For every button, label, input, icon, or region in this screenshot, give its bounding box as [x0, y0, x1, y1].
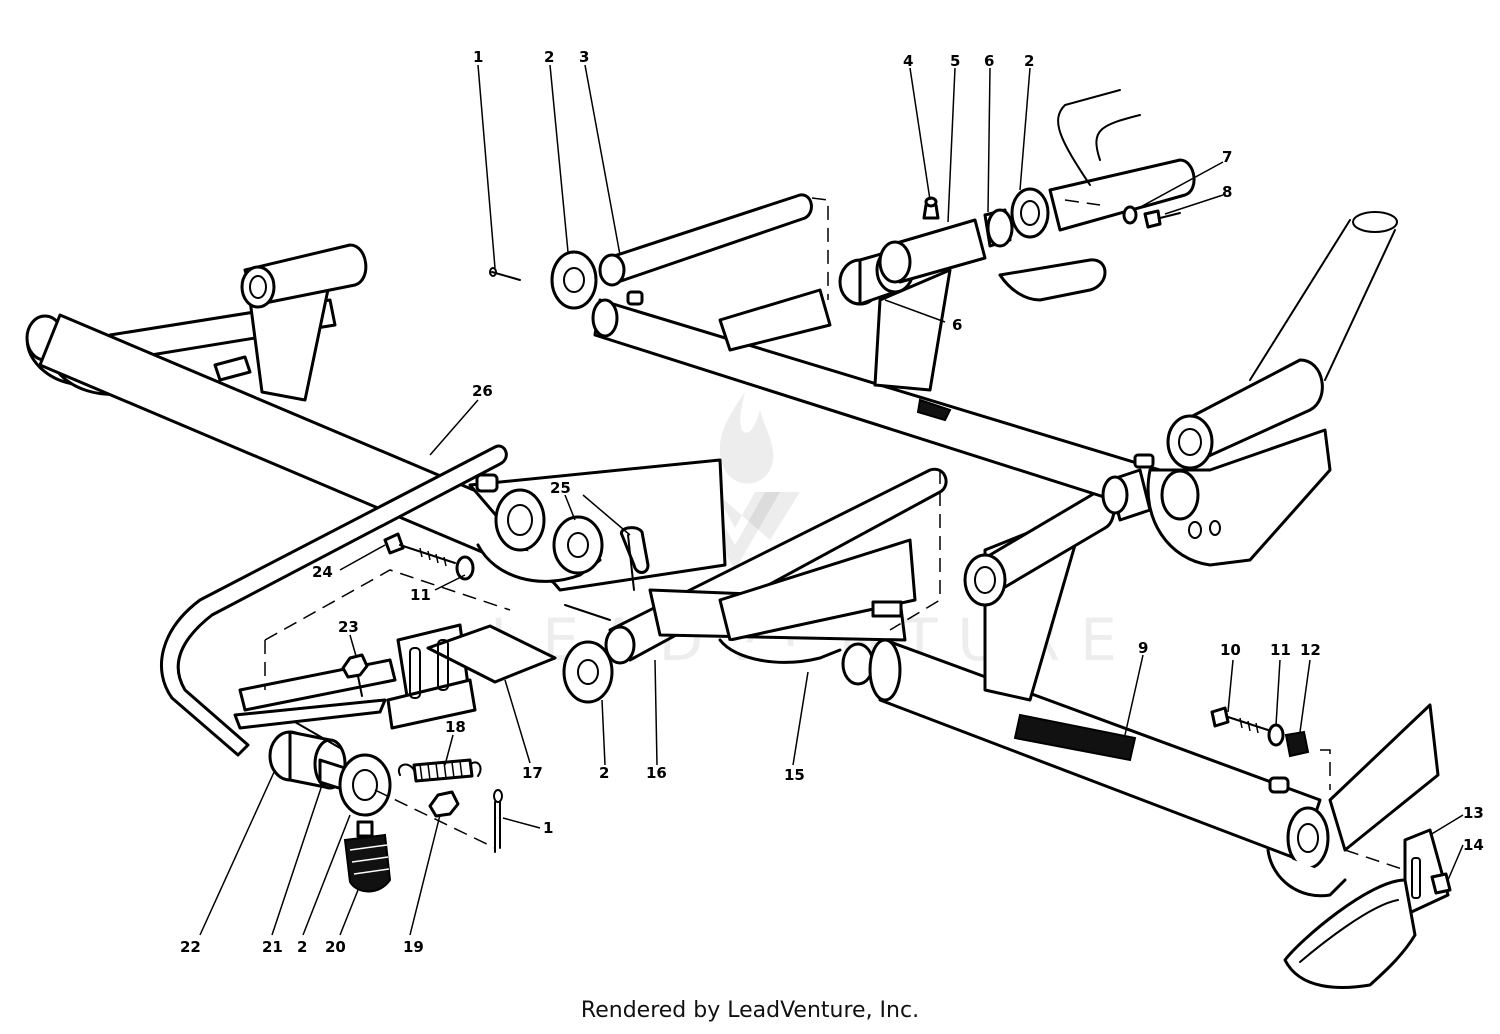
part-17-bracket	[233, 623, 557, 730]
callout-9: 9	[1138, 639, 1148, 657]
part-2-washer-center	[562, 640, 614, 704]
callout-4: 4	[903, 52, 913, 70]
part-10-bolt	[1210, 706, 1269, 734]
part-18-spring	[397, 758, 482, 783]
callout-6-mid: 6	[952, 316, 962, 334]
callout-22: 22	[180, 938, 201, 956]
callout-11-right: 11	[1270, 641, 1291, 659]
part-6-bushing-upper	[983, 208, 1014, 248]
callout-2-mid: 2	[599, 764, 609, 782]
callout-18: 18	[445, 718, 466, 736]
callout-11-left: 11	[410, 586, 431, 604]
part-12-spacer	[1284, 730, 1310, 758]
part-1-cotter-pin-top	[489, 267, 521, 281]
callout-15: 15	[784, 766, 805, 784]
main-tube-left	[38, 313, 727, 592]
part-4-grease-fitting	[922, 196, 940, 220]
part-1-cotter-pin-bottom	[493, 789, 503, 853]
callout-1-top: 1	[473, 48, 483, 66]
part-9-main-tube-right	[868, 488, 1440, 898]
callout-1-bottom: 1	[543, 819, 553, 837]
part-24-bolt	[383, 532, 475, 581]
part-11-washer-right	[1267, 723, 1285, 747]
callout-13: 13	[1463, 804, 1484, 822]
callout-2-top-right: 2	[1024, 52, 1034, 70]
right-rocker-arm	[591, 211, 1398, 567]
callout-8: 8	[1222, 183, 1232, 201]
pivot-assembly-bottom-left	[268, 721, 392, 817]
callout-17: 17	[522, 764, 543, 782]
part-23-nut	[341, 653, 369, 697]
part-2-washer-top-left	[550, 250, 598, 310]
part-2-washer-top-right	[1010, 187, 1050, 239]
callout-5: 5	[950, 52, 960, 70]
callout-20: 20	[325, 938, 346, 956]
part-26-rod	[159, 444, 508, 757]
callout-16: 16	[646, 764, 667, 782]
callout-6-top: 6	[984, 52, 994, 70]
render-credit: Rendered by LeadVenture, Inc.	[580, 998, 920, 1023]
callout-26: 26	[472, 382, 493, 400]
part-5-sleeve	[878, 218, 987, 284]
part-25-clip-pin	[552, 515, 650, 591]
callout-10: 10	[1220, 641, 1241, 659]
callout-12: 12	[1300, 641, 1321, 659]
part-7-lock-washer	[1122, 205, 1138, 225]
part-15-tube	[648, 538, 917, 686]
callout-2-bottom: 2	[297, 938, 307, 956]
callout-21: 21	[262, 938, 283, 956]
callout-19: 19	[403, 938, 424, 956]
callout-numbers: 1 2 3 4 5 6 2 7 8 6 26 25 24 11 23 9 10 …	[180, 48, 1484, 956]
part-8-bolt	[1143, 209, 1181, 229]
alignment-lines	[264, 197, 1406, 871]
callout-3: 3	[579, 48, 589, 66]
callout-23: 23	[338, 618, 359, 636]
part-3-pivot-pin	[598, 193, 813, 287]
callout-2-top-left: 2	[544, 48, 554, 66]
part-19-nut	[428, 790, 460, 818]
part-20-bumper	[343, 820, 392, 893]
callout-14: 14	[1463, 836, 1484, 854]
callout-25: 25	[550, 479, 571, 497]
part-14-bolt	[1430, 872, 1452, 895]
callout-24: 24	[312, 563, 333, 581]
callout-leaders	[199, 64, 1464, 936]
callout-7: 7	[1222, 148, 1232, 166]
